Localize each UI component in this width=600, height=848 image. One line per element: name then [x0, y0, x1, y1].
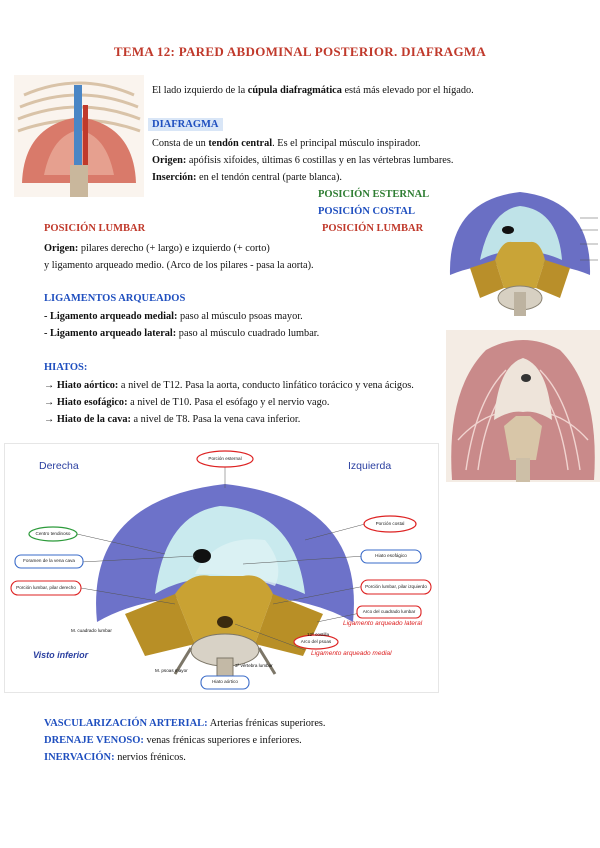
- vascularizacion-text: Arterias frénicas superiores.: [207, 718, 326, 729]
- ligamento-lateral-text: paso al músculo cuadrado lumbar.: [176, 328, 320, 339]
- porcion-lumbar-derecho-label: Porción lumbar, pilar derecho: [16, 585, 76, 590]
- vascularizacion-line: VASCULARIZACIÓN ARTERIAL: Arterias fréni…: [44, 717, 325, 731]
- costilla-label: 12ª costilla: [307, 632, 330, 637]
- ligamento-medial: - Ligamento arqueado medial: paso al mús…: [44, 310, 303, 324]
- inervacion-label: INERVACIÓN:: [44, 752, 115, 763]
- insercion-label: Inserción:: [152, 172, 197, 183]
- drenaje-label: DRENAJE VENOSO:: [44, 735, 144, 746]
- drenaje-line: DRENAJE VENOSO: venas frénicas superiore…: [44, 734, 302, 748]
- vascularizacion-label: VASCULARIZACIÓN ARTERIAL:: [44, 718, 208, 729]
- hiato-aortico-fig-label: Hiato aórtico: [212, 679, 238, 684]
- diaphragm-inferior-labeled-figure: Derecha Izquierda Visto inferior Porción…: [4, 443, 439, 693]
- m-psoas-mayor-label: M. psoas mayor: [155, 668, 188, 673]
- tendon-central: tendón central: [208, 138, 273, 149]
- porcion-esternal-label: Porción esternal: [208, 456, 242, 461]
- page-title: TEMA 12: PARED ABDOMINAL POSTERIOR. DIAF…: [113, 44, 487, 59]
- posicion-lumbar-left: POSICIÓN LUMBAR: [44, 223, 146, 234]
- diaphragm-inferior-small-illustration: [440, 180, 600, 318]
- posicion-lumbar-right: POSICIÓN LUMBAR: [322, 223, 424, 234]
- arco-cuadrado-label: Arco del cuadrado lumbar: [362, 609, 416, 614]
- intro-pre: El lado izquierdo de la: [152, 85, 248, 96]
- hiato-cava-text: a nivel de T8. Pasa la vena cava inferio…: [130, 414, 301, 425]
- hiato-aortico-label: → Hiato aórtico:: [44, 380, 119, 391]
- diafragma-line1-post: . Es el principal músculo inspirador.: [272, 138, 421, 149]
- hiato-esofagico: → Hiato esofágico: a nivel de T10. Pasa …: [44, 396, 330, 410]
- diafragma-insercion: Inserción: en el tendón central (parte b…: [152, 171, 342, 185]
- origen-text: apófisis xifoides, últimas 6 costillas y…: [186, 155, 454, 166]
- hiato-esofagico-text: a nivel de T10. Pasa el esófago y el ner…: [127, 397, 330, 408]
- origen-label: Origen:: [152, 155, 187, 166]
- foramen-cava-label: Foramen de la vena cava: [23, 558, 75, 563]
- intro-text: El lado izquierdo de la cúpula diafragmá…: [152, 84, 474, 98]
- centro-tendinoso-label: Centro tendinoso: [35, 531, 71, 536]
- lumbar-line2: y ligamento arqueado medio. (Arco de los…: [44, 260, 314, 271]
- hiato-esofagico-label: → Hiato esofágico:: [44, 397, 128, 408]
- derecha-label: Derecha: [39, 460, 79, 472]
- hiato-cava-label: → Hiato de la cava:: [44, 414, 131, 425]
- diaphragm-anterior-illustration: [14, 75, 144, 197]
- hiatos-heading: HIATOS:: [44, 362, 88, 373]
- ligamento-medial-text: paso al músculo psoas mayor.: [177, 311, 303, 322]
- posicion-costal: POSICIÓN COSTAL: [318, 206, 415, 217]
- hiato-aortico: → Hiato aórtico: a nivel de T12. Pasa la…: [44, 379, 414, 393]
- diafragma-origen: Origen: apófisis xifoides, últimas 6 cos…: [152, 154, 453, 168]
- porcion-lumbar-izquierdo-label: Porción lumbar, pilar izquierdo: [365, 584, 427, 589]
- hiato-aortico-text: a nivel de T12. Pasa la aorta, conducto …: [118, 380, 414, 391]
- ligamento-lateral: - Ligamento arqueado lateral: paso al mú…: [44, 327, 319, 341]
- vertebra-lumbar-label: 3ª vértebra lumbar: [235, 663, 273, 668]
- ligamento-medial-label: - Ligamento arqueado medial:: [44, 311, 178, 322]
- ligamentos-heading: LIGAMENTOS ARQUEADOS: [44, 293, 186, 304]
- intro-post: está más elevado por el hígado.: [341, 85, 474, 96]
- diafragma-line1-pre: Consta de un: [152, 138, 209, 149]
- lumbar-origen: Origen: pilares derecho (+ largo) e izqu…: [44, 242, 270, 256]
- inervacion-line: INERVACIÓN: nervios frénicos.: [44, 751, 186, 765]
- diafragma-line1: Consta de un tendón central. Es el princ…: [152, 137, 421, 151]
- izquierda-label: Izquierda: [348, 460, 392, 472]
- ligamento-lateral-label: - Ligamento arqueado lateral:: [44, 328, 177, 339]
- arco-psoas-label: Arco del psoas: [300, 639, 332, 644]
- visto-inferior-label: Visto inferior: [33, 650, 89, 660]
- insercion-text: en el tendón central (parte blanca).: [196, 172, 342, 183]
- lumbar-origen-text: pilares derecho (+ largo) e izquierdo (+…: [78, 243, 270, 254]
- diafragma-heading: DIAFRAGMA: [148, 118, 223, 131]
- porcion-costal-label: Porción costal: [375, 521, 405, 526]
- drenaje-text: venas frénicas superiores e inferiores.: [143, 735, 302, 746]
- inervacion-text: nervios frénicos.: [114, 752, 186, 763]
- lumbar-origen-label: Origen:: [44, 243, 79, 254]
- hiato-esofagico-label: Hiato esofágico: [375, 553, 407, 558]
- posicion-esternal: POSICIÓN ESTERNAL: [318, 189, 430, 200]
- diaphragm-dissection-illustration: [446, 330, 600, 482]
- intro-bold: cúpula diafragmática: [247, 85, 342, 96]
- ligamento-arqueado-medial-label: Ligamento arqueado medial: [311, 650, 392, 657]
- ligamento-arqueado-lateral-label: Ligamento arqueado lateral: [343, 620, 423, 627]
- m-cuadrado-lumbar-label: M. cuadrado lumbar: [71, 628, 112, 633]
- hiato-cava: → Hiato de la cava: a nivel de T8. Pasa …: [44, 413, 300, 427]
